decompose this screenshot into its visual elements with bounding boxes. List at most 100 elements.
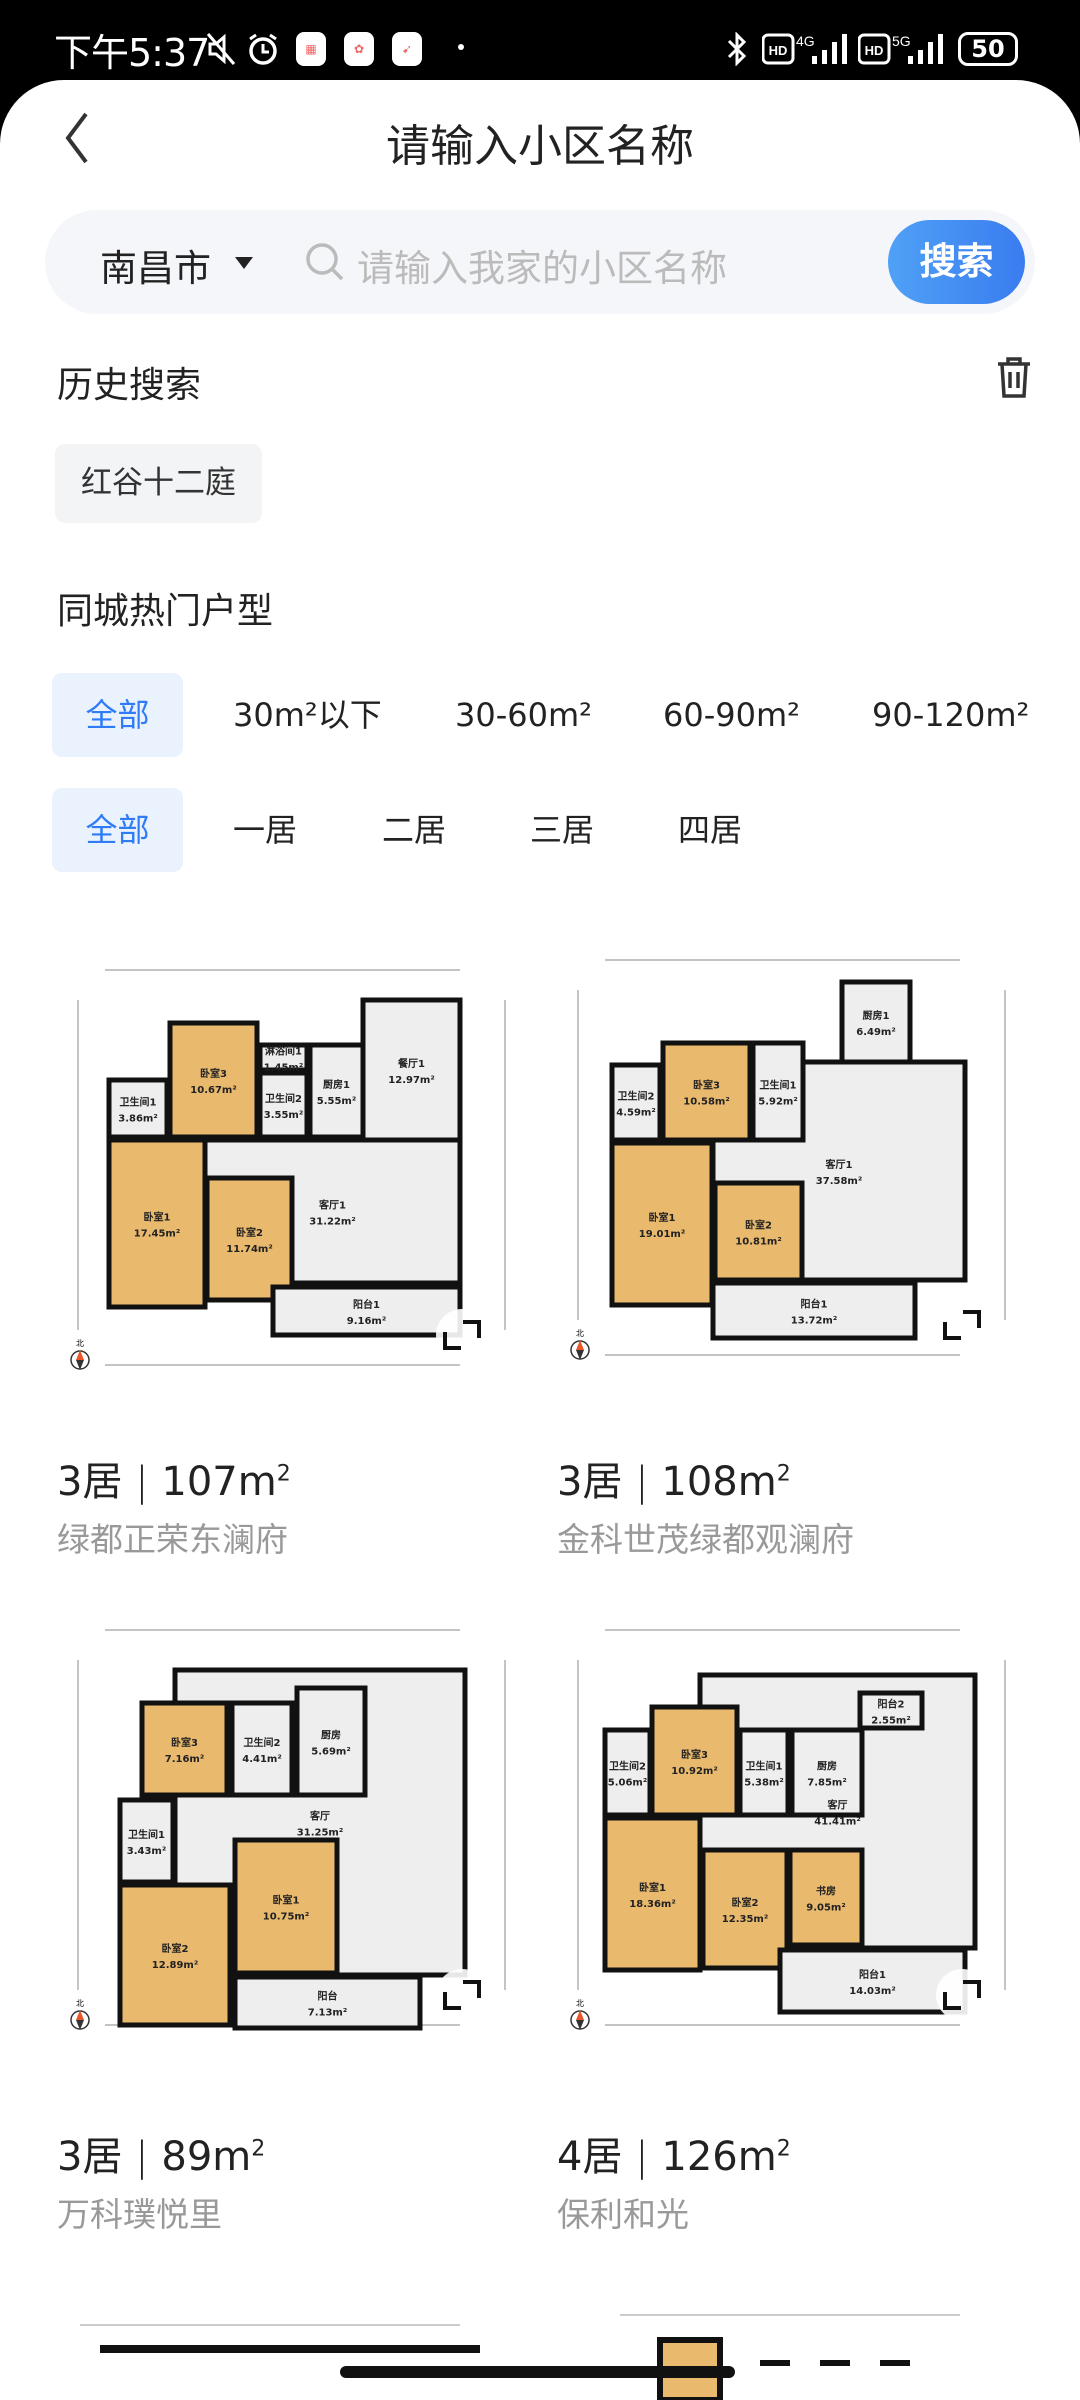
room bbox=[787, 1847, 865, 1948]
room-area: 9.16m² bbox=[347, 1316, 386, 1327]
room-filter-2[interactable]: 二居 bbox=[382, 811, 447, 849]
room-area: 5.92m² bbox=[758, 1097, 797, 1108]
room-name: 阳台2 bbox=[878, 1698, 905, 1711]
bluetooth-icon bbox=[727, 32, 747, 66]
room bbox=[229, 1700, 295, 1798]
expand-icon[interactable] bbox=[436, 1309, 488, 1361]
trash-icon[interactable] bbox=[995, 355, 1033, 399]
room-filter-1[interactable]: 一居 bbox=[233, 811, 298, 849]
room-area: 4.41m² bbox=[242, 1754, 281, 1765]
floor-plan-partial[interactable] bbox=[560, 2295, 1020, 2400]
home-indicator[interactable] bbox=[340, 2366, 735, 2378]
room bbox=[360, 997, 463, 1143]
back-button[interactable] bbox=[58, 108, 98, 168]
room-name: 卫生间1 bbox=[128, 1828, 165, 1841]
room-name: 卧室2 bbox=[745, 1219, 772, 1232]
expand-icon[interactable] bbox=[936, 1299, 988, 1351]
room-filter-3[interactable]: 三居 bbox=[530, 811, 595, 849]
hot-layouts-title: 同城热门户型 bbox=[57, 591, 274, 632]
room-name: 阳台1 bbox=[801, 1298, 828, 1311]
room bbox=[602, 1815, 703, 1973]
room-area: 2.55m² bbox=[871, 1716, 910, 1727]
layout-area: 126m bbox=[661, 2134, 777, 2180]
area-filter-30-60[interactable]: 30-60m² bbox=[455, 696, 592, 734]
room-count: 3居 bbox=[557, 1459, 623, 1505]
compass-icon bbox=[570, 2010, 590, 2030]
room bbox=[307, 1042, 366, 1140]
app-icon-1: ▦ bbox=[296, 32, 326, 66]
floor-plan-image[interactable]: 客厅137.58m²卫生间24.59m²卧室310.58m²卫生间15.92m²… bbox=[560, 940, 1020, 1390]
room bbox=[139, 1700, 230, 1798]
city-selector[interactable]: 南昌市 bbox=[100, 247, 211, 290]
room-name: 卧室1 bbox=[639, 1881, 666, 1894]
room-name: 卧室1 bbox=[273, 1894, 300, 1907]
room bbox=[750, 1040, 806, 1143]
page-title: 请输入小区名称 bbox=[386, 121, 694, 172]
room-area: 37.58m² bbox=[816, 1176, 862, 1187]
mute-icon bbox=[206, 33, 236, 65]
layout-area: 89m bbox=[161, 2134, 252, 2180]
room-name: 卫生间2 bbox=[244, 1736, 281, 1749]
layout-title: 3居 | 89m2 bbox=[57, 2124, 265, 2182]
room bbox=[257, 1042, 310, 1073]
room bbox=[106, 1077, 170, 1140]
community-name: 金科世茂绿都观澜府 bbox=[557, 1520, 854, 1559]
room-name: 阳台1 bbox=[859, 1968, 886, 1981]
room-name: 卧室2 bbox=[236, 1226, 263, 1239]
floor-plan-image[interactable]: 客厅131.22m²餐厅112.97m²卫生间13.86m²卧室310.67m²… bbox=[60, 950, 520, 1400]
area-filter-60-90[interactable]: 60-90m² bbox=[663, 696, 800, 734]
compass-label: 北 bbox=[576, 1329, 584, 1338]
network-4g: 4G bbox=[796, 33, 815, 49]
floor-plan-partial[interactable] bbox=[60, 2295, 520, 2400]
room-filter-all[interactable]: 全部 bbox=[52, 788, 183, 872]
room-area: 7.16m² bbox=[165, 1754, 204, 1765]
room-name: 卧室1 bbox=[144, 1211, 171, 1224]
room-filter-4[interactable]: 四居 bbox=[678, 811, 743, 849]
room-count: 3居 bbox=[57, 1459, 123, 1505]
room bbox=[660, 1040, 753, 1143]
room-count: 4居 bbox=[557, 2134, 623, 2180]
room-name: 卫生间1 bbox=[760, 1079, 797, 1092]
room-name: 卧室3 bbox=[681, 1748, 708, 1761]
room bbox=[117, 1882, 233, 2028]
room-name: 卧室2 bbox=[732, 1896, 759, 1909]
room-name: 客厅1 bbox=[825, 1158, 853, 1171]
search-button[interactable]: 搜索 bbox=[888, 220, 1025, 304]
room-name: 卧室1 bbox=[649, 1211, 676, 1224]
area-unit-superscript: 2 bbox=[776, 1461, 791, 1487]
room bbox=[609, 1140, 715, 1308]
app-icon-2: ✿ bbox=[344, 32, 374, 66]
room-area: 7.85m² bbox=[807, 1778, 846, 1789]
room-area: 3.86m² bbox=[118, 1114, 157, 1125]
room-area: 10.75m² bbox=[263, 1912, 309, 1923]
room-area: 10.81m² bbox=[735, 1237, 781, 1248]
room-name: 卧室3 bbox=[171, 1736, 198, 1749]
room-area: 7.13m² bbox=[308, 2008, 347, 2019]
room bbox=[700, 1847, 790, 1971]
area-filter-all[interactable]: 全部 bbox=[52, 673, 183, 757]
area-filter-90-120[interactable]: 90-120m² bbox=[872, 696, 1030, 734]
expand-icon[interactable] bbox=[436, 1969, 488, 2021]
room-count: 3居 bbox=[57, 2134, 123, 2180]
room-area: 17.45m² bbox=[134, 1229, 180, 1240]
history-chip[interactable]: 红谷十二庭 bbox=[55, 444, 262, 523]
room-area: 10.92m² bbox=[671, 1766, 717, 1777]
room bbox=[167, 1020, 260, 1140]
room-name: 客厅 bbox=[309, 1810, 330, 1823]
search-bar: 南昌市 请输入我家的小区名称 搜索 bbox=[45, 210, 1035, 314]
floor-plan-image[interactable]: 客厅31.25m²卧室37.16m²卫生间24.41m²厨房5.69m²卫生间1… bbox=[60, 1610, 520, 2060]
room-area: 12.35m² bbox=[722, 1914, 768, 1925]
room bbox=[857, 1690, 925, 1731]
room bbox=[710, 1280, 918, 1341]
search-input[interactable]: 请输入我家的小区名称 bbox=[357, 247, 727, 290]
room-area: 1.45m² bbox=[264, 1063, 303, 1074]
battery-indicator: 50 bbox=[958, 32, 1018, 66]
expand-icon[interactable] bbox=[936, 1969, 988, 2021]
room-name: 卧室3 bbox=[693, 1079, 720, 1092]
room bbox=[609, 1062, 663, 1143]
area-filter-under-30[interactable]: 30m²以下 bbox=[233, 696, 382, 734]
caret-down-icon[interactable] bbox=[235, 257, 253, 269]
room bbox=[712, 1180, 805, 1283]
